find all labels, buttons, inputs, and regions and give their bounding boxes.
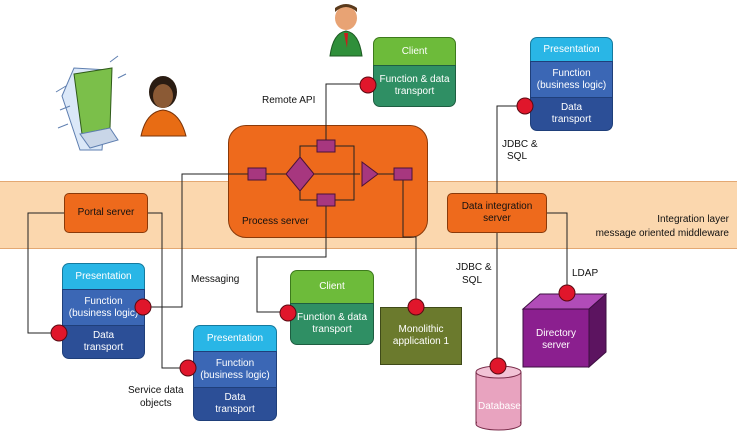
- connector-presentation-bottom: [179, 359, 197, 377]
- process-node-top: [316, 139, 336, 153]
- data-integration-label-2: server: [483, 213, 511, 224]
- sdo-label-1: Service data: [128, 385, 184, 396]
- line-remote-api: [325, 83, 373, 144]
- user-woman-icon: [140, 76, 187, 137]
- connector-presentation-tr: [516, 97, 534, 115]
- process-server-label: Process server: [242, 216, 309, 227]
- client-mid-body: Function & data transport: [290, 303, 374, 345]
- remote-api-label: Remote API: [262, 95, 316, 106]
- presentation-bottom-func2: (business logic): [200, 369, 270, 381]
- presentation-bottom-title-label: Presentation: [206, 332, 264, 344]
- presentation-left-func1: Function: [84, 295, 123, 307]
- sdo-label-2: objects: [140, 398, 172, 409]
- presentation-tr-function: Function (business logic): [530, 61, 613, 97]
- line-messaging: [145, 173, 258, 308]
- connector-monolithic: [407, 298, 425, 316]
- presentation-bottom-function: Function (business logic): [193, 351, 277, 387]
- process-node-bottom: [316, 193, 336, 207]
- presentation-tr-title: Presentation: [530, 37, 613, 61]
- presentation-left-data1: Data: [92, 330, 115, 341]
- database-label: Database: [478, 401, 521, 412]
- client-mid-title-label: Client: [319, 281, 345, 292]
- monolithic-line2: application 1: [392, 336, 450, 347]
- connector-database: [489, 357, 507, 375]
- jdbc-bottom-label-1: JDBC &: [456, 262, 492, 273]
- client-top-body: Function & data transport: [373, 65, 456, 107]
- connector-directory: [558, 284, 576, 302]
- jdbc-bottom-label-2: SQL: [462, 275, 483, 286]
- presentation-bottom-data1: Data: [224, 392, 246, 403]
- presentation-bottom-func1: Function: [215, 357, 255, 369]
- presentation-bottom-data: Data transport: [193, 387, 277, 421]
- monolithic-application: Monolithic application 1: [380, 307, 462, 365]
- integration-layer-label-1: Integration layer: [657, 214, 729, 225]
- database-cylinder: [475, 365, 522, 431]
- connector-presentation-left-data: [50, 324, 68, 342]
- portal-server: Portal server: [64, 193, 148, 233]
- computer-monitor-icon: [55, 55, 127, 151]
- directory-server-cube: [521, 292, 608, 369]
- line-portal-presentation-bottom: [148, 212, 193, 369]
- client-top-title-label: Client: [401, 45, 428, 57]
- monolithic-line1: Monolithic: [398, 324, 444, 335]
- client-mid-line1: Function & data: [296, 312, 368, 323]
- presentation-left-title-label: Presentation: [75, 270, 132, 282]
- presentation-tr-data2: transport: [551, 114, 592, 125]
- presentation-tr-data1: Data: [560, 102, 583, 113]
- merge-arrow-icon: [361, 161, 379, 187]
- presentation-tr-func1: Function: [552, 67, 591, 79]
- presentation-left-title: Presentation: [62, 263, 145, 289]
- line-dataint-directory: [547, 212, 568, 292]
- connector-client-top: [359, 76, 377, 94]
- client-top-title: Client: [373, 37, 456, 65]
- presentation-tr-data: Data transport: [530, 97, 613, 131]
- data-integration-server: Data integration server: [447, 193, 547, 233]
- connector-client-mid: [279, 304, 297, 322]
- jdbc-top-label-1: JDBC &: [502, 139, 538, 150]
- directory-label-2: server: [542, 340, 570, 351]
- presentation-left-func2: (business logic): [68, 307, 139, 319]
- jdbc-top-label-2: SQL: [507, 151, 528, 162]
- user-man-icon: [329, 4, 363, 57]
- decision-diamond-icon: [285, 156, 315, 192]
- client-mid-title: Client: [290, 270, 374, 303]
- presentation-left-data2: transport: [83, 342, 124, 353]
- presentation-tr-func2: (business logic): [536, 79, 607, 91]
- messaging-label: Messaging: [191, 274, 240, 285]
- presentation-tr-title-label: Presentation: [543, 43, 600, 55]
- line-process-monolithic: [402, 174, 417, 307]
- portal-server-label: Portal server: [77, 207, 135, 218]
- client-mid-line2: transport: [312, 324, 352, 335]
- line-process-client: [256, 200, 327, 313]
- integration-layer-label-2: message oriented middleware: [595, 228, 729, 239]
- client-top-line2: transport: [394, 86, 435, 97]
- connector-presentation-left-func: [134, 298, 152, 316]
- client-top-line1: Function & data: [379, 74, 450, 85]
- process-node-in: [247, 167, 267, 181]
- presentation-bottom-title: Presentation: [193, 325, 277, 351]
- line-portal-presentation: [27, 212, 64, 334]
- ldap-label: LDAP: [572, 268, 599, 279]
- presentation-bottom-data2: transport: [215, 404, 255, 415]
- presentation-left-function: Function (business logic): [62, 289, 145, 325]
- data-integration-label-1: Data integration: [461, 201, 533, 212]
- directory-label-1: Directory: [536, 328, 577, 339]
- process-node-out: [393, 167, 413, 181]
- presentation-left-data: Data transport: [62, 325, 145, 359]
